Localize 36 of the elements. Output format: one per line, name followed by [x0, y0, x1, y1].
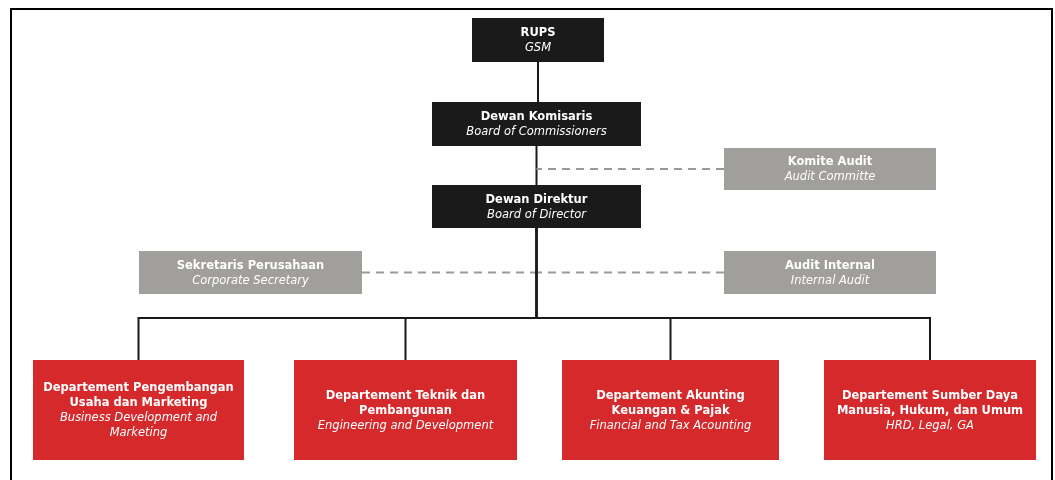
english-name: HRD, Legal, GA	[886, 417, 974, 433]
unit-name: Komite Audit	[787, 154, 873, 169]
org-box	[432, 185, 641, 228]
english-name: GSM	[524, 40, 552, 55]
department-box	[824, 360, 1036, 460]
english-name: Internal Audit	[790, 272, 870, 288]
connector-line	[535, 145, 538, 186]
english-name: Business Development and Marketing	[58, 410, 219, 440]
org-box	[432, 102, 641, 146]
unit-name: Sekretaris Perusahaan	[176, 257, 325, 273]
support-box	[724, 148, 936, 190]
english-name: Board of Director	[487, 206, 586, 222]
unit-name: Dewan Direktur	[485, 191, 588, 207]
connector-line	[535, 227, 931, 361]
dashed-connector	[535, 271, 725, 274]
support-box	[139, 251, 362, 294]
unit-name: RUPS	[520, 25, 556, 40]
english-name: Board of Commissioners	[466, 124, 607, 139]
connector-line	[537, 61, 539, 103]
unit-name: Dewan Komisaris	[480, 109, 593, 124]
english-name: Financial and Tax Acounting	[589, 417, 752, 433]
support-box	[724, 251, 936, 294]
unit-name: Departement Pengembangan Usaha dan Marketing	[42, 380, 235, 410]
department-box	[33, 360, 244, 460]
department-box	[294, 360, 517, 460]
unit-name: Departement Teknik dan Pembangunan	[324, 387, 487, 418]
dashed-connector	[535, 168, 725, 170]
english-name: Engineering and Development	[317, 417, 494, 433]
unit-name: Departement Sumber Daya Manusia, Hukum, dan Umum	[835, 387, 1025, 418]
unit-name: Departement Akunting Keuangan & Pajak	[595, 387, 746, 418]
unit-name: Audit Internal	[784, 257, 876, 273]
dashed-connector	[361, 271, 538, 274]
department-box	[562, 360, 779, 460]
english-name: Corporate Secretary	[192, 272, 309, 288]
english-name: Audit Committe	[784, 169, 876, 184]
org-box	[472, 18, 604, 62]
